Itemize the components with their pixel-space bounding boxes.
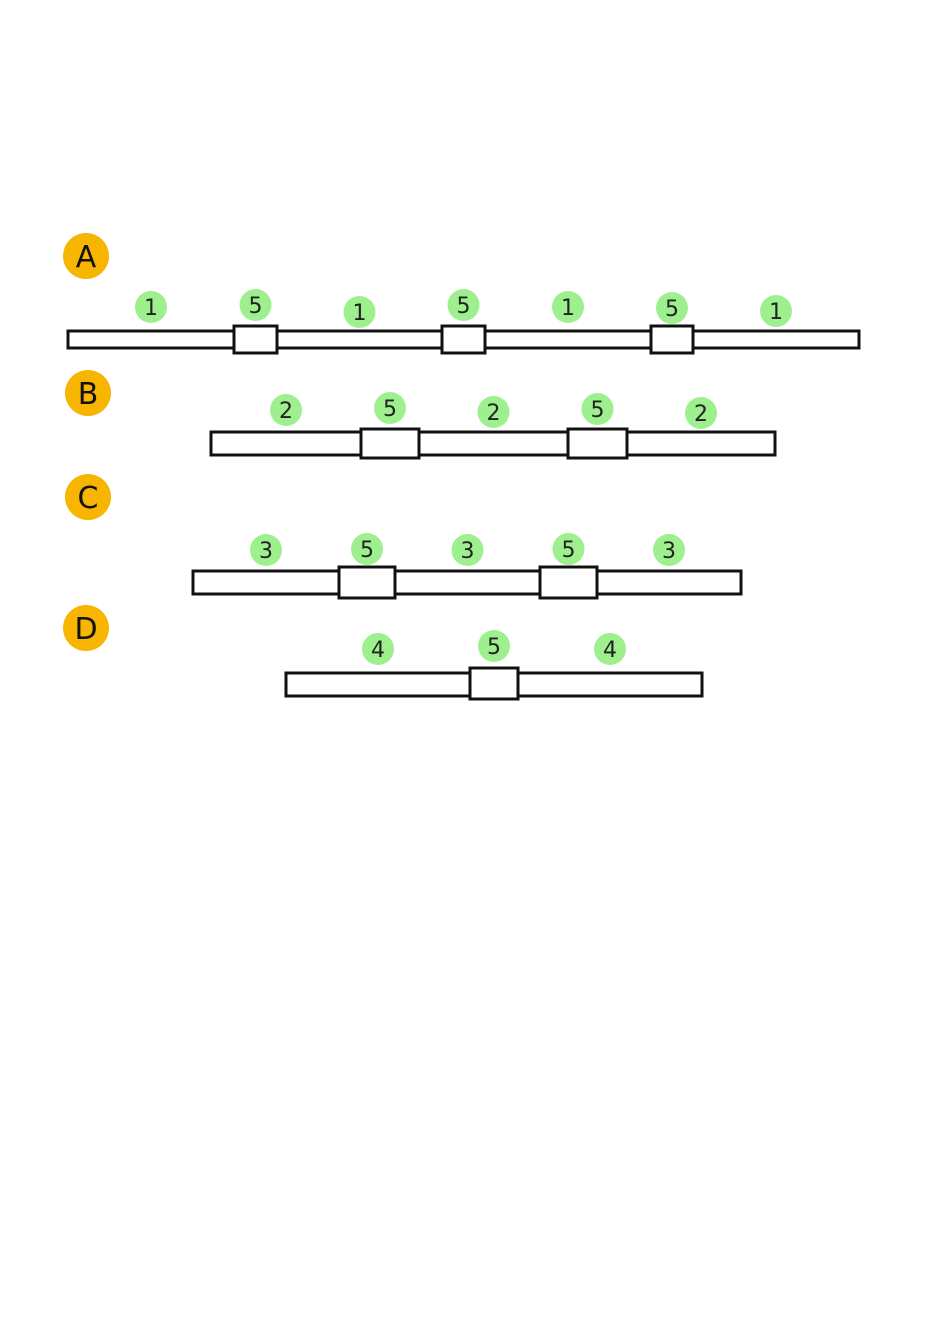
row-a: A 1 5 1 5 1 5 1	[63, 233, 859, 353]
number-label: 3	[461, 539, 475, 564]
number-badge-d-2: 4	[594, 633, 626, 665]
number-badge-c-1: 5	[351, 533, 383, 565]
number-label: 1	[353, 301, 367, 326]
number-badge-b-0: 2	[270, 394, 302, 426]
number-label: 4	[371, 638, 385, 663]
number-badge-a-4: 1	[552, 291, 584, 323]
number-label: 2	[279, 399, 293, 424]
number-badge-c-3: 5	[553, 533, 585, 565]
number-badge-a-3: 5	[448, 289, 480, 321]
rod-c-0	[193, 571, 339, 594]
number-badge-a-0: 1	[135, 291, 167, 323]
rod-a-0	[68, 331, 234, 348]
number-label: 5	[249, 294, 263, 319]
number-badge-c-2: 3	[452, 534, 484, 566]
number-badge-b-3: 5	[582, 393, 614, 425]
letter-label: D	[74, 612, 97, 647]
number-label: 3	[259, 539, 273, 564]
rod-a-2	[277, 331, 442, 348]
joint-a-1	[234, 326, 277, 353]
rod-b-0	[211, 432, 361, 455]
rod-a-6	[693, 331, 859, 348]
number-label: 3	[662, 539, 676, 564]
number-badge-d-1: 5	[478, 630, 510, 662]
letter-badge-b: B	[65, 370, 111, 416]
letter-label: B	[78, 377, 99, 412]
rod-d-2	[518, 673, 702, 696]
number-label: 5	[487, 635, 501, 660]
row-c: C 3 5 3 5 3	[65, 474, 741, 598]
rod-c-2	[395, 571, 540, 594]
number-badge-c-0: 3	[250, 534, 282, 566]
joint-c-3	[540, 567, 597, 598]
number-label: 5	[591, 398, 605, 423]
letter-badge-d: D	[63, 605, 109, 651]
number-label: 2	[487, 401, 501, 426]
rod-a-4	[485, 331, 651, 348]
rod-b-2	[419, 432, 568, 455]
number-badge-d-0: 4	[362, 633, 394, 665]
joint-d-1	[470, 668, 518, 699]
number-label: 5	[562, 538, 576, 563]
number-badge-c-4: 3	[653, 534, 685, 566]
rod-d-0	[286, 673, 470, 696]
row-b: B 2 5 2 5 2	[65, 370, 775, 458]
number-badge-b-4: 2	[685, 397, 717, 429]
number-label: 5	[457, 294, 471, 319]
number-badge-a-5: 5	[656, 292, 688, 324]
number-label: 1	[769, 300, 783, 325]
joint-a-5	[651, 326, 693, 353]
number-label: 4	[603, 638, 617, 663]
rod-b-4	[627, 432, 775, 455]
joint-b-1	[361, 429, 419, 458]
number-badge-a-6: 1	[760, 295, 792, 327]
letter-badge-a: A	[63, 233, 109, 279]
number-label: 5	[383, 397, 397, 422]
number-badge-a-2: 1	[344, 296, 376, 328]
letter-badge-c: C	[65, 474, 111, 520]
number-badge-a-1: 5	[240, 289, 272, 321]
letter-label: C	[78, 481, 99, 516]
joint-a-3	[442, 326, 485, 353]
number-label: 1	[561, 296, 575, 321]
number-label: 5	[360, 538, 374, 563]
joint-c-1	[339, 567, 395, 598]
joint-b-3	[568, 429, 627, 458]
number-label: 1	[144, 296, 158, 321]
number-label: 2	[694, 402, 708, 427]
number-badge-b-2: 2	[478, 396, 510, 428]
letter-label: A	[76, 240, 97, 275]
number-label: 5	[665, 297, 679, 322]
rod-c-4	[597, 571, 741, 594]
number-badge-b-1: 5	[374, 392, 406, 424]
row-d: D 4 5 4	[63, 605, 702, 699]
